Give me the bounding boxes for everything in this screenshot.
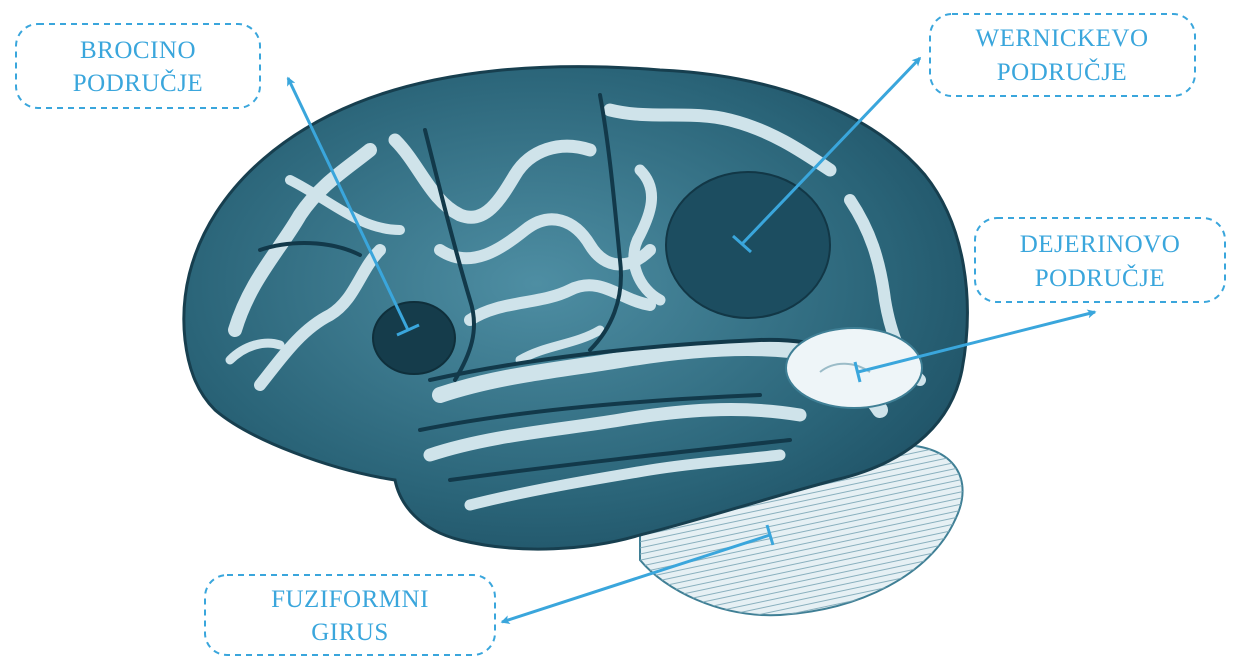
fusiform-label-line1: FUZIFORMNI	[271, 586, 429, 613]
dejerine-label-line2: PODRUČJE	[1035, 264, 1165, 292]
label-dejerine: DEJERINOVO PODRUČJE	[975, 218, 1225, 302]
wernicke-area	[666, 172, 830, 318]
label-fusiform: FUZIFORMNI GIRUS	[205, 575, 495, 655]
label-wernicke: WERNICKEVO PODRUČJE	[930, 14, 1195, 96]
broca-label-line2: PODRUČJE	[73, 69, 203, 97]
wernicke-label-line1: WERNICKEVO	[975, 25, 1148, 52]
wernicke-label-line2: PODRUČJE	[997, 58, 1127, 86]
cerebrum	[184, 67, 968, 549]
broca-area	[373, 302, 455, 374]
fusiform-label-line2: GIRUS	[311, 619, 389, 646]
broca-label-line1: BROCINO	[80, 37, 196, 64]
dejerine-label-line1: DEJERINOVO	[1020, 231, 1181, 258]
label-broca: BROCINO PODRUČJE	[16, 24, 260, 108]
dejerine-area	[786, 328, 922, 408]
